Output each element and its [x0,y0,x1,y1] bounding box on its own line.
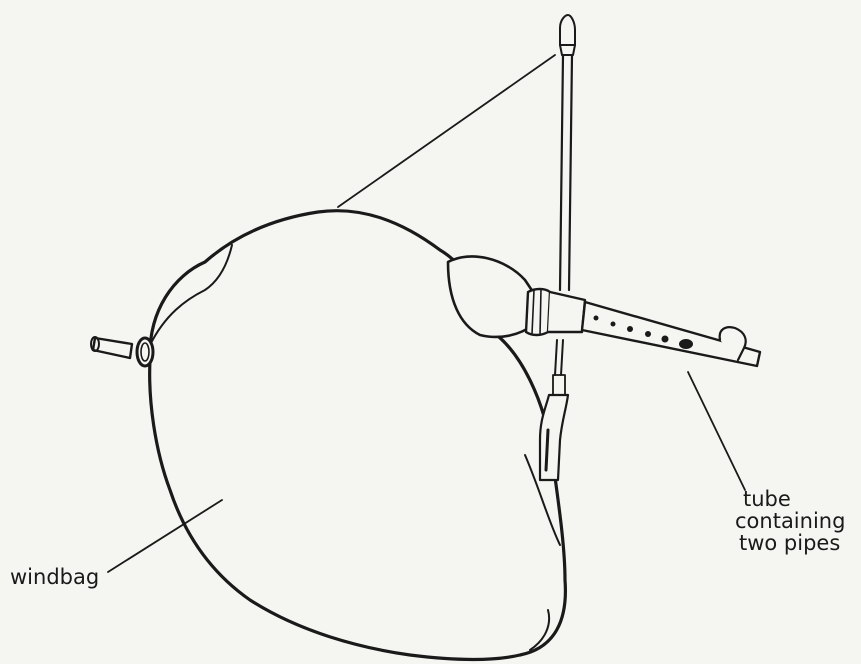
windbag-fold-line [150,245,232,345]
tube-label-line-2: containing [735,510,845,532]
chanter-tube [582,302,760,366]
blowpipe [91,337,153,366]
chanter-ferrule [526,289,585,335]
tube-label-line-3: two pipes [735,532,845,554]
tube-label: tube containing two pipes [735,488,845,554]
windbag-label: windbag [10,566,99,588]
drone-pipe [540,15,575,480]
tube-label-line-1: tube [735,488,845,510]
leader-line-windbag [108,500,222,572]
drone-cord [338,55,555,207]
leader-line-tube [688,372,745,490]
chanter-stock [448,256,535,337]
